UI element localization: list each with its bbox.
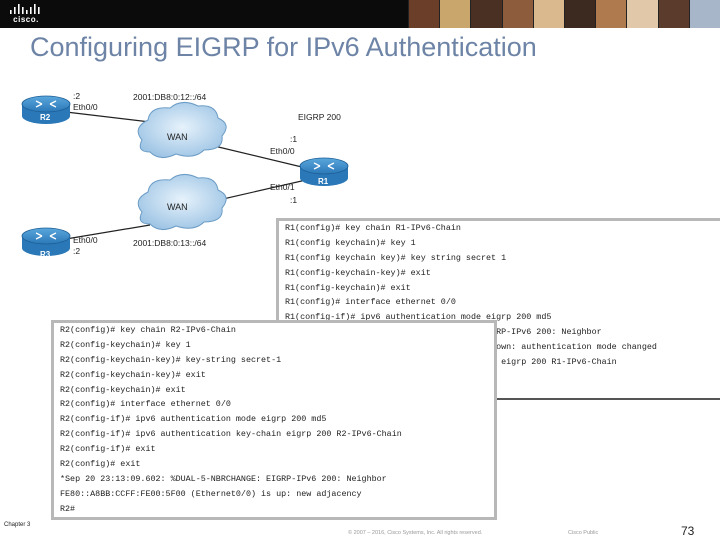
slide-title: Configuring EIGRP for IPv6 Authenticatio… xyxy=(30,32,537,62)
terminal-line: R2(config)# key chain R2-IPv6-Chain xyxy=(60,325,236,335)
footer-chapter: Chapter 3 xyxy=(4,522,31,528)
network-bottom-label: 2001:DB8:0:13::/64 xyxy=(133,238,207,248)
topology-diagram: R2 R3 R1 WAN WAN :2 Eth0/0 Eth0/0 :2 200… xyxy=(21,91,349,259)
footer-classification: Cisco Public xyxy=(568,530,599,536)
terminal-line: R1(config-keychain)# exit xyxy=(285,282,411,293)
terminal-line: R2(config-keychain-key)# exit xyxy=(60,369,206,380)
r2-interface-label: Eth0/0 xyxy=(73,102,98,112)
wan-cloud-bottom xyxy=(137,174,227,230)
terminal-line: R2(config)# interface ethernet 0/0 xyxy=(60,399,231,410)
wan-bottom-label: WAN xyxy=(167,202,188,212)
router-r1-icon xyxy=(299,157,349,186)
r3-interface-label: Eth0/0 xyxy=(73,235,98,245)
terminal-line: *Sep 20 23:13:09.602: %DUAL-5-NBRCHANGE:… xyxy=(60,473,387,484)
r1-bottom-interface-label: Eth0/1 xyxy=(270,182,295,192)
terminal-line: R1(config-keychain-key)# exit xyxy=(285,267,431,278)
terminal-line: down: authentication mode changed xyxy=(491,342,657,353)
link-wan-top-r1 xyxy=(209,144,307,169)
terminal-line: R2(config-keychain)# exit xyxy=(60,384,186,395)
photo-2 xyxy=(439,0,471,28)
photo-9 xyxy=(657,0,689,28)
r1-top-interface-label: Eth0/0 xyxy=(270,146,295,156)
topology-links xyxy=(65,111,307,240)
photo-8 xyxy=(626,0,658,28)
r3-port-label: :2 xyxy=(73,246,80,256)
terminal-line: R2(config)# exit xyxy=(60,459,141,470)
r3-label: R3 xyxy=(40,250,51,259)
photo-10 xyxy=(688,0,720,28)
page-number: 73 xyxy=(681,524,695,538)
eigrp-as-label: EIGRP 200 xyxy=(298,112,341,122)
r1-top-port-label: :1 xyxy=(290,134,297,144)
terminal-line: R2(config-if)# exit xyxy=(60,444,156,455)
header-bar: cisco. xyxy=(0,0,720,28)
cisco-logo: cisco. xyxy=(8,4,44,24)
r2-label: R2 xyxy=(40,113,51,122)
terminal-line: R1(config)# key chain R1-IPv6-Chain xyxy=(285,223,461,233)
photo-strip xyxy=(408,0,720,28)
r2-port-label: :2 xyxy=(73,91,80,101)
photo-6 xyxy=(564,0,596,28)
link-r2-wan-top xyxy=(65,111,151,123)
terminal-line: R2# xyxy=(60,503,76,514)
photo-4 xyxy=(501,0,533,28)
logo-text: cisco. xyxy=(13,15,39,24)
r1-bottom-port-label: :1 xyxy=(290,195,297,205)
terminal-line: R1(config)# interface ethernet 0/0 xyxy=(285,297,456,308)
terminal-line: R2(config-keychain-key)# key-string secr… xyxy=(60,354,282,365)
wan-cloud-top xyxy=(137,102,227,158)
router-r3-icon xyxy=(21,227,71,256)
terminal-line: R2(config-if)# ipv6 authentication key-c… xyxy=(60,429,402,440)
terminal-line: R1(config keychain key)# key string secr… xyxy=(285,252,507,263)
router-r2-icon xyxy=(21,95,71,124)
footer-copyright: © 2007 – 2016, Cisco Systems, Inc. All r… xyxy=(348,530,483,536)
terminal-r2: R2(config)# key chain R2-IPv6-Chain R2(c… xyxy=(51,320,497,520)
terminal-line: FE80::A8BB:CCFF:FE00:5F00 (Ethernet0/0) … xyxy=(60,488,362,499)
terminal-line: R2(config-keychain)# key 1 xyxy=(60,339,191,350)
photo-3 xyxy=(470,0,502,28)
terminal-line: GRP-IPv6 200: Neighbor xyxy=(491,327,602,338)
network-top-label: 2001:DB8:0:12::/64 xyxy=(133,92,207,102)
photo-1 xyxy=(408,0,440,28)
photo-7 xyxy=(595,0,627,28)
link-wan-bottom-r3 xyxy=(65,224,151,240)
cisco-bridge-icon xyxy=(10,4,40,14)
terminal-line: R2(config-if)# ipv6 authentication mode … xyxy=(60,414,327,425)
terminal-line: R1(config-if)# ipv6 authentication mode … xyxy=(285,312,552,323)
r1-label: R1 xyxy=(318,177,329,186)
photo-5 xyxy=(532,0,565,28)
terminal-line: R1(config keychain)# key 1 xyxy=(285,237,416,248)
wan-top-label: WAN xyxy=(167,132,188,142)
